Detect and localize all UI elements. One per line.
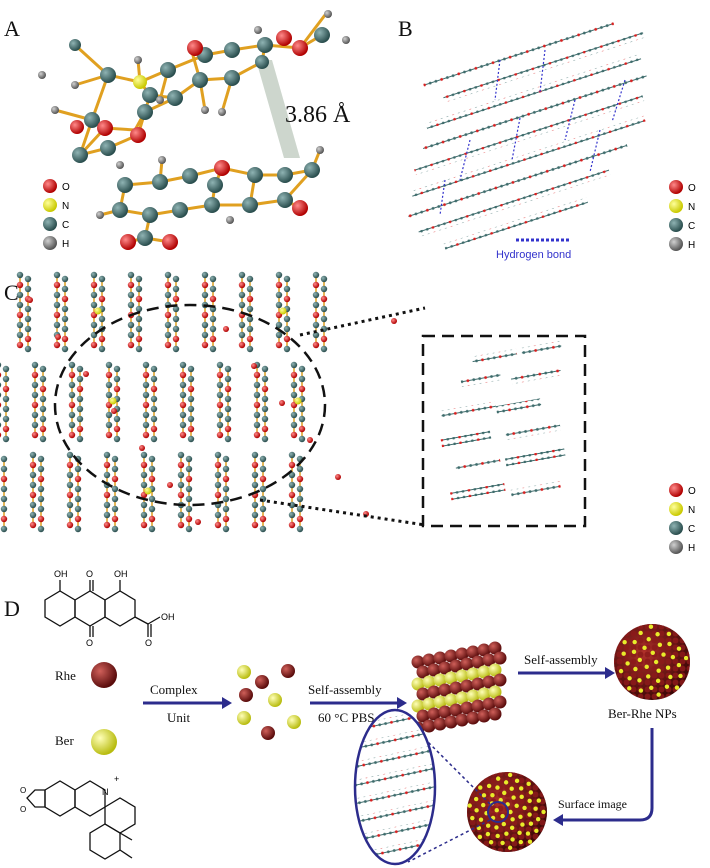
rhein-structure: [44, 580, 161, 637]
legend-b-h-label: H: [688, 240, 695, 251]
legend-o-label: O: [62, 182, 70, 193]
panel-a-label: A: [4, 16, 20, 41]
surface-zoom-ellipse: [353, 708, 437, 866]
surface-nanoparticle: [467, 772, 547, 852]
selection-ellipse: [53, 303, 327, 507]
panel-c-label: C: [4, 280, 19, 305]
arrow-self-assembly-1-head-icon: [397, 697, 407, 709]
rhein-oh-right: OH: [114, 569, 128, 579]
zoom-inset-stacks: [440, 341, 566, 501]
ber-label: Ber: [55, 733, 74, 748]
hbond-legend-label: Hydrogen bond: [496, 249, 571, 261]
panel-d-label: D: [4, 596, 20, 621]
legend-c-label: C: [62, 220, 69, 231]
arrow-surface: [560, 728, 654, 822]
step2-bottom-label: 60 °C PBS: [318, 710, 375, 725]
panel-c: C O N C H: [0, 271, 696, 554]
product-label: Ber-Rhe NPs: [608, 706, 677, 721]
stacking-distance: 3.86 Å: [285, 102, 351, 128]
legend-b-n-atom-icon: [669, 199, 683, 213]
legend-b-o-atom-icon: [669, 180, 683, 194]
crystal-packing-layers: [407, 20, 648, 250]
legend-c-c-label: C: [688, 524, 695, 535]
panel-b-label: B: [398, 16, 413, 41]
zoom-inset-box: [421, 334, 587, 528]
ber-o2: O: [20, 805, 26, 814]
layered-assembly: [411, 641, 507, 735]
legend-b-c-label: C: [688, 221, 695, 232]
panel-a: A 3.86 Å: [4, 10, 351, 250]
legend-c-h-atom-icon: [669, 540, 683, 554]
arrow-surface-head-icon: [553, 814, 563, 826]
arrow-self-assembly-2-head-icon: [605, 667, 615, 679]
rhein-cooh-o: O: [145, 638, 152, 648]
ber-charge: +: [114, 774, 119, 784]
legend-c-atom-icon: [43, 217, 57, 231]
legend-c-n-label: N: [688, 505, 695, 516]
ber-o1: O: [20, 786, 26, 795]
panel-a-atom-legend: O N C H: [43, 179, 70, 250]
rhein-o-top: O: [86, 569, 93, 579]
legend-o-atom-icon: [43, 179, 57, 193]
step1-bottom-label: Unit: [167, 710, 191, 725]
panel-b-atom-legend: O N C H: [669, 180, 696, 251]
monomer-mix: [237, 664, 301, 740]
arrow-complex-head-icon: [222, 697, 232, 709]
step2-top-label: Self-assembly: [308, 682, 382, 697]
legend-h-label: H: [62, 239, 69, 250]
legend-n-atom-icon: [43, 198, 57, 212]
zoom-guide-top: [299, 306, 426, 337]
ber-nitrogen: N: [102, 787, 109, 797]
rhein-oh-left: OH: [54, 569, 68, 579]
step3-top-label: Self-assembly: [524, 652, 598, 667]
panel-d: D OH O OH O OH O Rhe Ber: [4, 569, 690, 866]
legend-b-n-label: N: [688, 202, 695, 213]
panel-b: B Hydrogen bond O: [398, 16, 696, 261]
legend-b-c-atom-icon: [669, 218, 683, 232]
legend-b-h-atom-icon: [669, 237, 683, 251]
ber-rhe-nanoparticle: [614, 624, 690, 700]
upper-molecule-atoms: [38, 10, 350, 163]
legend-c-o-label: O: [688, 486, 696, 497]
crystal-lattice: [0, 271, 397, 533]
lower-molecule-atoms: [96, 146, 324, 250]
legend-n-label: N: [62, 201, 69, 212]
berberine-structure: [26, 780, 136, 860]
rhe-sphere-icon: [91, 662, 117, 688]
legend-c-c-atom-icon: [669, 521, 683, 535]
legend-b-o-label: O: [688, 183, 696, 194]
rhein-cooh-oh: OH: [161, 612, 175, 622]
step1-top-label: Complex: [150, 682, 198, 697]
step4-label: Surface image: [558, 797, 627, 811]
legend-h-atom-icon: [43, 236, 57, 250]
legend-c-o-atom-icon: [669, 483, 683, 497]
legend-c-n-atom-icon: [669, 502, 683, 516]
rhe-label: Rhe: [55, 668, 76, 683]
ber-sphere-icon: [91, 729, 117, 755]
rhein-o-bottom: O: [86, 638, 93, 648]
zoom-guide-bottom: [259, 498, 426, 527]
panel-c-atom-legend: O N C H: [669, 483, 696, 554]
legend-c-h-label: H: [688, 543, 695, 554]
pi-stack-marker: [256, 60, 300, 158]
